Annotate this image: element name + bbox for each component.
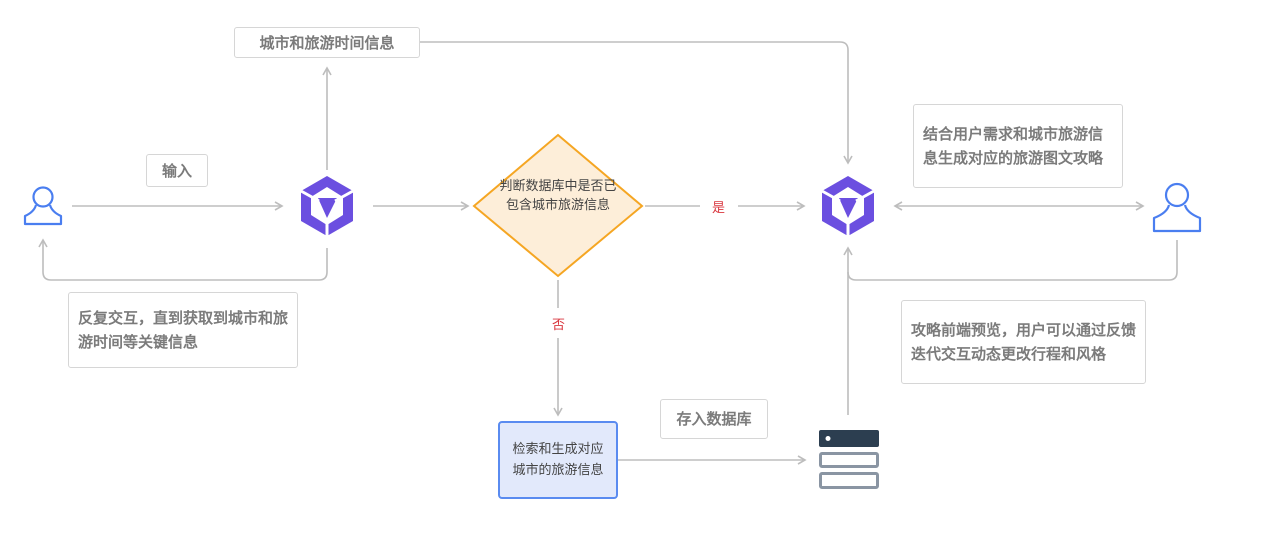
ai-logo-icon-right	[821, 176, 875, 236]
yes-label: 是	[708, 197, 730, 216]
decision-text: 判断数据库中是否已包含城市旅游信息	[499, 179, 617, 213]
user-icon-left	[23, 186, 63, 226]
frontend-preview-label: 攻略前端预览，用户可以通过反馈迭代交互动态更改行程和风格	[901, 300, 1146, 384]
arrow-city-info-to-ai-right	[420, 41, 853, 165]
no-label: 否	[548, 314, 570, 333]
line-user-right-back	[847, 240, 1178, 281]
input-label: 输入	[146, 154, 208, 187]
connectors	[38, 41, 1178, 465]
city-time-info-label: 城市和旅游时间信息	[234, 27, 420, 58]
store-db-label: 存入数据库	[660, 399, 768, 439]
decision-diamond	[472, 133, 644, 278]
combine-generate-label: 结合用户需求和城市旅游信息生成对应的旅游图文攻略	[913, 104, 1123, 188]
user-icon-right	[1152, 182, 1202, 233]
retrieve-generate-box: 检索和生成对应城市的旅游信息	[498, 421, 618, 499]
repeat-interaction-label: 反复交互，直到获取到城市和旅游时间等关键信息	[68, 292, 298, 368]
arrow-ai-back-to-user	[38, 238, 328, 281]
ai-logo-icon-left	[300, 176, 354, 236]
database-icon	[819, 430, 879, 489]
